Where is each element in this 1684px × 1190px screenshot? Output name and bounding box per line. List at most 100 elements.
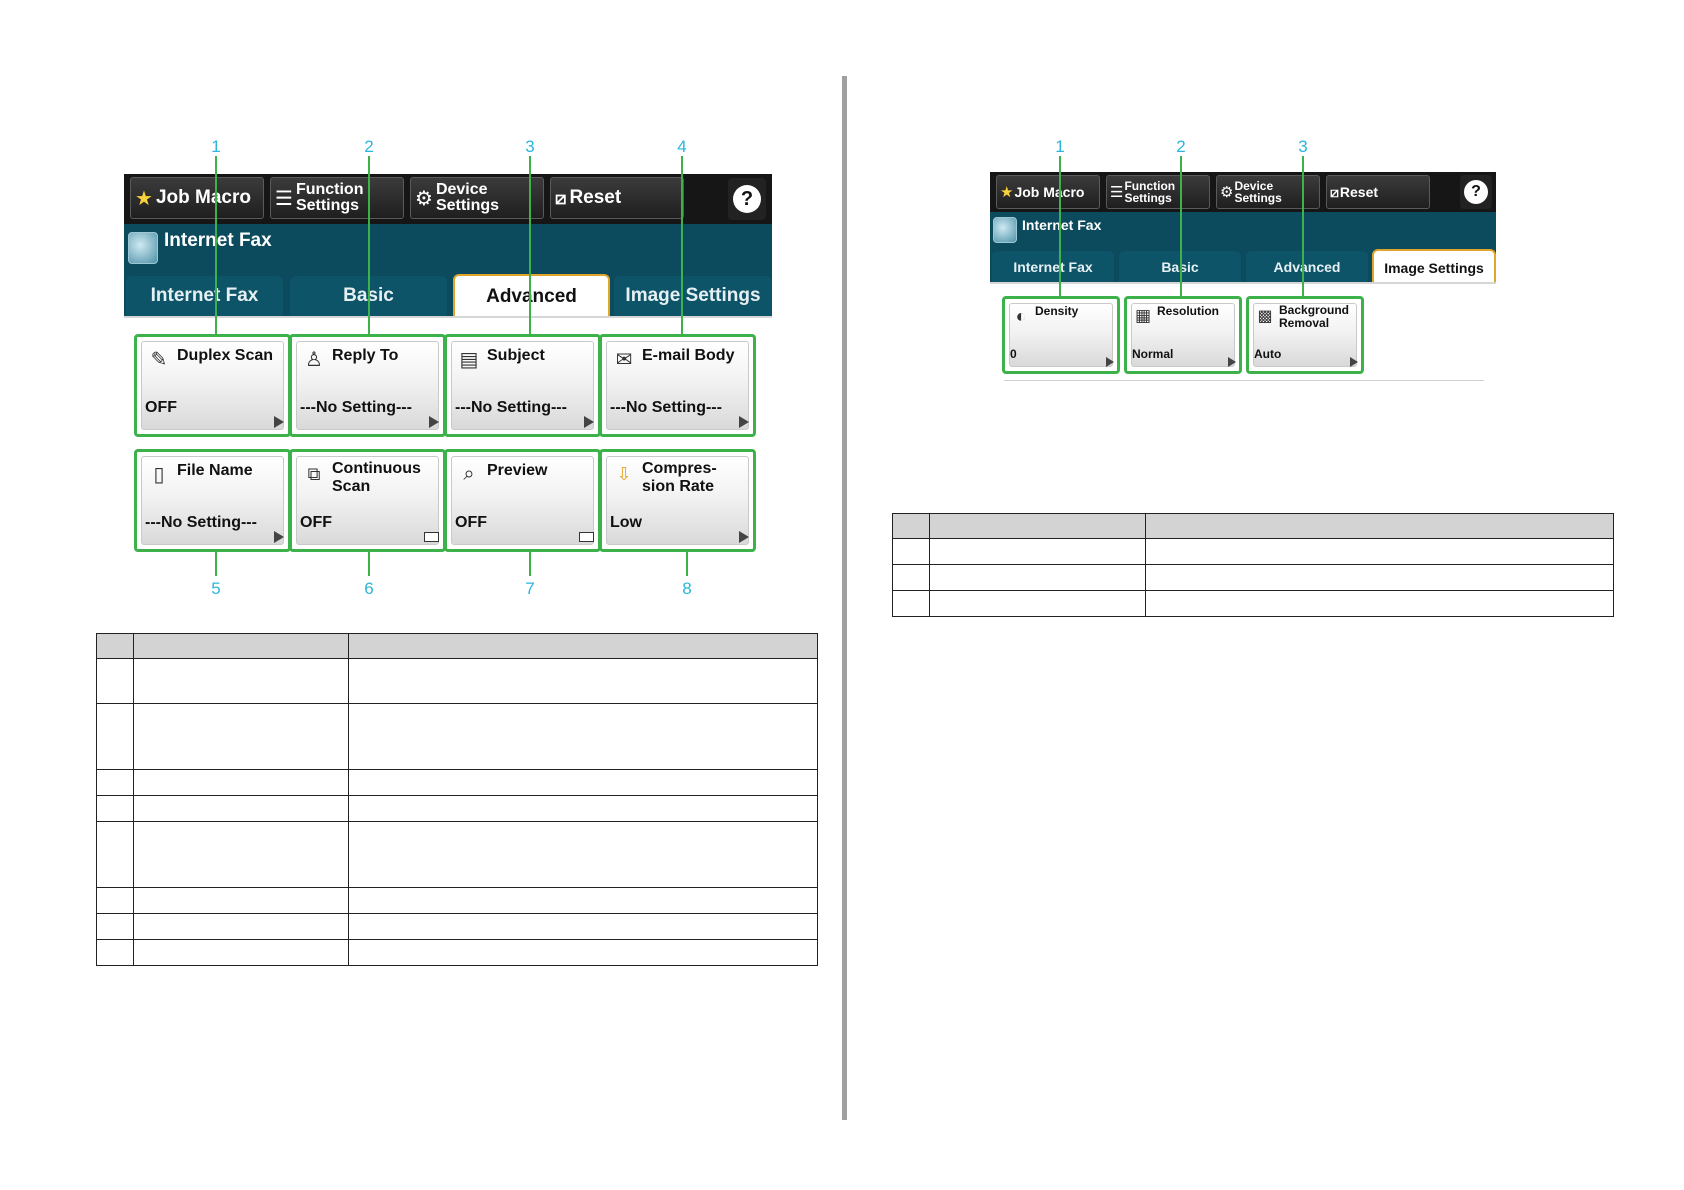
table-row	[96, 913, 818, 940]
arrow-right-icon	[739, 416, 749, 428]
header-cell	[892, 513, 930, 539]
arrow-right-icon	[1106, 357, 1114, 367]
arrow-right-icon	[274, 531, 284, 543]
tab-internet-fax[interactable]: Internet Fax	[992, 251, 1114, 282]
left-description-table	[96, 633, 818, 966]
tile-value: OFF	[300, 514, 332, 531]
tab-image-settings[interactable]: Image Settings	[1372, 249, 1496, 284]
subject-tile[interactable]: ▤ Subject ---No Setting---	[444, 334, 601, 437]
header-cell	[348, 633, 818, 659]
duplex-scan-tile[interactable]: ✎ Duplex Scan OFF	[134, 334, 291, 437]
person-icon: ♙	[305, 348, 323, 371]
tile-label: Compres-sion Rate	[642, 460, 717, 497]
reset-label: Reset	[569, 187, 622, 208]
function-settings-label-line1: Function	[1124, 179, 1176, 193]
tile-label: Preview	[487, 462, 548, 479]
screen-title: Internet Fax	[164, 230, 272, 251]
email-body-tile[interactable]: ✉ E-mail Body ---No Setting---	[599, 334, 756, 437]
tile-label: Reply To	[332, 347, 399, 364]
tile-label: Resolution	[1157, 304, 1219, 318]
device-settings-label-line2: Settings	[435, 197, 500, 214]
table-row	[96, 939, 818, 966]
tile-value: Normal	[1132, 347, 1174, 361]
tab-baseline	[124, 316, 772, 318]
tab-internet-fax[interactable]: Internet Fax	[126, 276, 283, 316]
job-macro-label: Job Macro	[155, 187, 251, 208]
file-name-tile[interactable]: ▯ File Name ---No Setting---	[134, 449, 291, 552]
reset-icon: ⧄	[555, 187, 567, 208]
preview-tile[interactable]: ⌕ Preview OFF	[444, 449, 601, 552]
table-row	[892, 590, 1614, 617]
callout-line	[681, 156, 683, 336]
checkbox-icon	[579, 532, 594, 542]
callout-number: 4	[677, 137, 687, 156]
tile-label-line1: Background	[1279, 303, 1350, 317]
tab-advanced[interactable]: Advanced	[453, 274, 610, 318]
tile-label-line2: Scan	[332, 478, 371, 496]
help-icon: ?	[1464, 180, 1488, 204]
list-icon: ☰	[1110, 184, 1124, 201]
arrow-right-icon	[1228, 357, 1236, 367]
tile-value: 0	[1010, 347, 1017, 361]
reset-label: Reset	[1339, 184, 1379, 200]
tile-label-line2: Removal	[1279, 316, 1330, 331]
compression-rate-tile[interactable]: ⇩ Compres-sion Rate Low	[599, 449, 756, 552]
callout-number: 1	[211, 137, 221, 156]
page-divider	[842, 76, 847, 1120]
tab-advanced[interactable]: Advanced	[1246, 251, 1368, 282]
arrow-right-icon	[1350, 357, 1358, 367]
compression-icon: ⇩	[616, 463, 632, 484]
function-settings-label-line1: Function	[295, 181, 364, 198]
screen-header: Internet Fax	[990, 212, 1496, 248]
header-cell	[96, 633, 134, 659]
table-row	[96, 769, 818, 796]
help-button[interactable]: ?	[728, 178, 766, 220]
reset-button[interactable]: ⧄ Reset	[1326, 175, 1430, 209]
callout-line	[1180, 156, 1182, 298]
table-row	[96, 658, 818, 704]
density-tile[interactable]: ◐ Density 0	[1002, 296, 1120, 374]
table-row	[96, 703, 818, 770]
callout-line	[686, 552, 688, 576]
callout-number: 5	[211, 579, 221, 598]
help-button[interactable]: ?	[1460, 175, 1492, 209]
callout-number: 7	[525, 579, 535, 598]
table-header-row	[892, 513, 1614, 539]
tab-image-settings[interactable]: Image Settings	[614, 276, 772, 316]
tile-label-line2: sion Rate	[642, 478, 715, 496]
header-cell	[929, 513, 1146, 539]
callout-number: 8	[682, 579, 692, 598]
table-row	[96, 887, 818, 914]
internet-fax-icon	[993, 217, 1017, 243]
header-cell	[1145, 513, 1614, 539]
job-macro-button[interactable]: ★ Job Macro	[996, 175, 1100, 209]
resolution-tile[interactable]: ▦ Resolution Normal	[1124, 296, 1242, 374]
tile-value: OFF	[455, 514, 487, 531]
device-settings-label-line2: Settings	[1234, 191, 1282, 205]
tile-value: OFF	[145, 399, 177, 416]
job-macro-button[interactable]: ★ Job Macro	[130, 177, 264, 219]
table-row	[96, 821, 818, 888]
reset-button[interactable]: ⧄ Reset	[550, 177, 684, 219]
callout-line	[529, 156, 531, 336]
tile-label: Subject	[487, 347, 545, 364]
tile-label-line1: Continuous	[332, 460, 421, 477]
reply-to-tile[interactable]: ♙ Reply To ---No Setting---	[289, 334, 446, 437]
checkbox-icon	[424, 532, 439, 542]
arrow-right-icon	[429, 416, 439, 428]
duplex-scan-icon: ✎	[150, 348, 168, 371]
help-icon: ?	[733, 185, 761, 213]
callout-number: 6	[364, 579, 374, 598]
tile-label: Duplex Scan	[177, 347, 274, 364]
callout-line	[215, 552, 217, 576]
